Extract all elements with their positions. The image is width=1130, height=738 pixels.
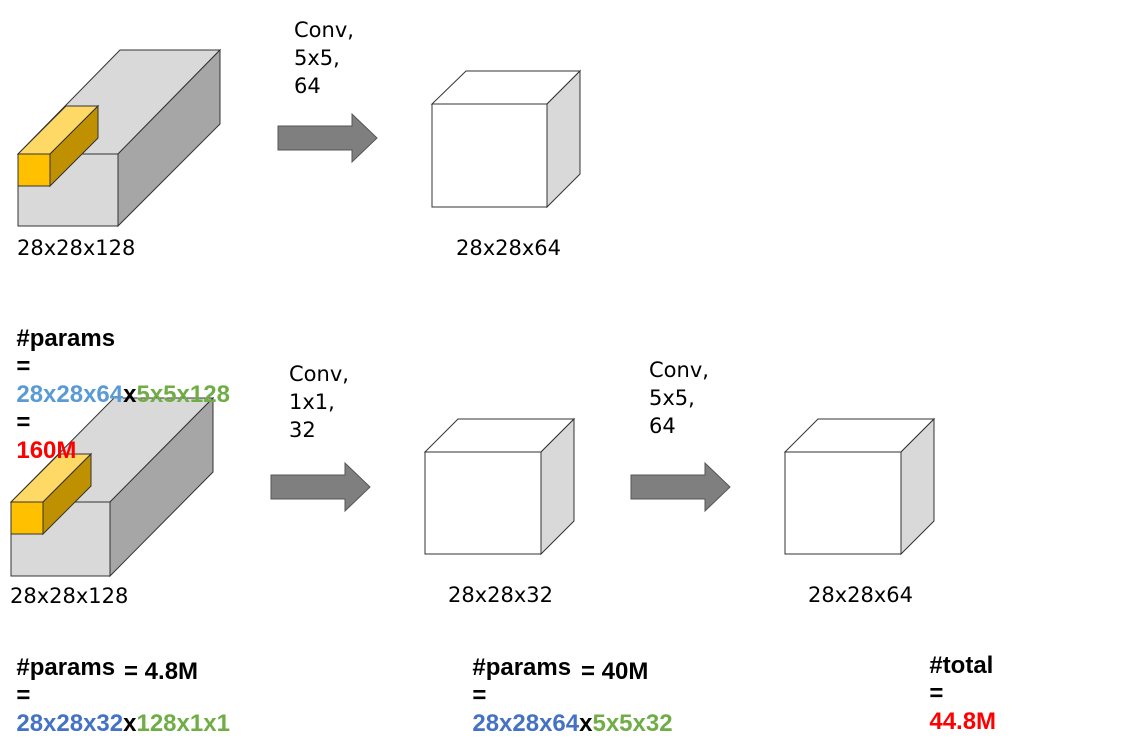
formula-eq: = [16,353,31,380]
formula-term-output: 28x28x64 [16,381,124,408]
bottom-filter-block [9,452,93,536]
bottom-arrow-2 [630,461,731,513]
formula-term-kernel: 5x5x128 [136,381,230,408]
formula-op: x [123,381,137,408]
formula-term-kernel: 128x1x1 [136,710,230,737]
formula-lhs: #params [472,654,572,681]
bottom-output-label: 28x28x64 [808,583,914,607]
top-params-formula: #params = 28x28x64x5x5x128 = 160M [3,297,230,465]
formula-op: x [123,710,137,737]
top-arrow [277,112,378,164]
bottom-params-result-2: = 40M [581,658,649,685]
bottom-output-cube [783,417,936,556]
total-result: 44.8M [929,708,997,735]
top-conv-label: Conv, 5x5, 64 [294,18,354,98]
diagram-canvas [9,48,936,578]
bottom-conv2-label: Conv, 5x5, 64 [649,358,709,438]
bottom-mid-label: 28x28x32 [448,583,554,607]
bottom-mid-cube [423,417,576,556]
formula-eq: = [16,682,31,709]
top-output-label: 28x28x64 [456,236,562,260]
bottom-params-result-1: = 4.8M [124,658,199,685]
formula-lhs: #params [16,325,116,352]
formula-term-output: 28x28x64 [472,710,580,737]
formula-lhs: #params [16,654,116,681]
formula-result: 160M [16,437,77,464]
total-lhs: #total [929,652,994,679]
formula-op: x [579,710,593,737]
formula-eq: = [472,682,487,709]
top-input-label: 28x28x128 [17,236,136,260]
formula-term-kernel: 5x5x32 [592,710,673,737]
total-eq: = [929,680,944,707]
formula-eq2: = [16,409,31,436]
top-output-cube [430,69,582,209]
bottom-conv1-label: Conv, 1x1, 32 [289,362,349,442]
top-filter-block [16,104,100,188]
bottom-arrow-1 [270,461,371,513]
bottom-input-label: 28x28x128 [10,584,129,608]
formula-term-output: 28x28x32 [16,710,124,737]
total-params-formula: #total = 44.8M [916,624,996,736]
